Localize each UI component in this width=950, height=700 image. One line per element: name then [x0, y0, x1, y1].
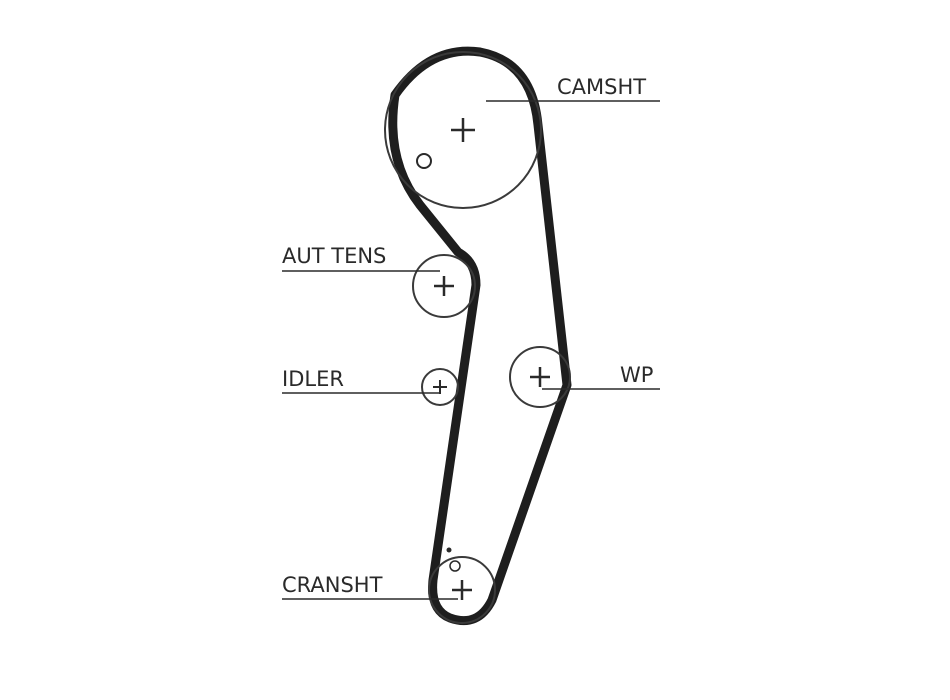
camshaft-label: CAMSHT	[557, 75, 647, 99]
crankshaft-label: CRANSHT	[282, 573, 383, 597]
tensioner-label: AUT TENS	[282, 244, 387, 268]
timing-mark-icon	[416, 153, 432, 169]
water-pump-pulley	[509, 346, 571, 408]
camshaft-pulley	[384, 51, 542, 209]
timing-dot-icon	[446, 547, 452, 553]
water-pump-label: WP	[620, 363, 654, 387]
tensioner-pulley	[412, 254, 476, 318]
idler-label: IDLER	[282, 367, 344, 391]
idler-pulley	[421, 368, 459, 406]
timing-belt	[388, 46, 572, 626]
timing-mark-icon	[449, 560, 461, 572]
crankshaft-pulley	[428, 547, 496, 624]
